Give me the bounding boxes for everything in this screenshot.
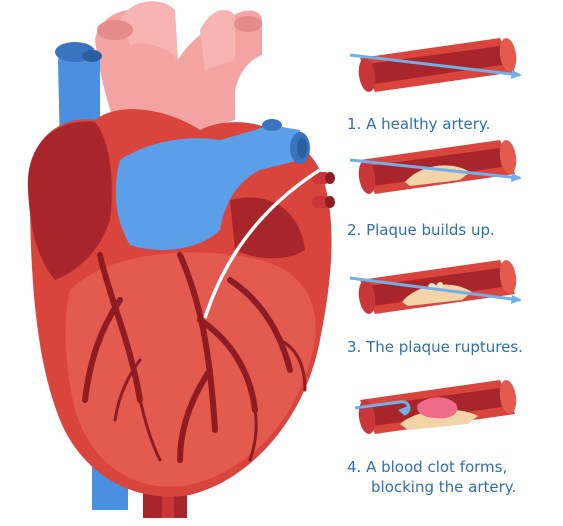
step-4-caption: 4. A blood clot forms,: [347, 457, 507, 477]
heart-illustration: [28, 1, 348, 518]
artery-rupture: [350, 259, 522, 315]
artery-plaque: [350, 139, 522, 195]
step-4-caption-line2: blocking the artery.: [371, 477, 516, 497]
step-1-caption: 1. A healthy artery.: [347, 114, 490, 134]
step-3-caption: 3. The plaque ruptures.: [347, 337, 523, 357]
artery-healthy: [350, 37, 522, 93]
artery-clot: [355, 379, 518, 435]
step-2-caption: 2. Plaque builds up.: [347, 220, 495, 240]
